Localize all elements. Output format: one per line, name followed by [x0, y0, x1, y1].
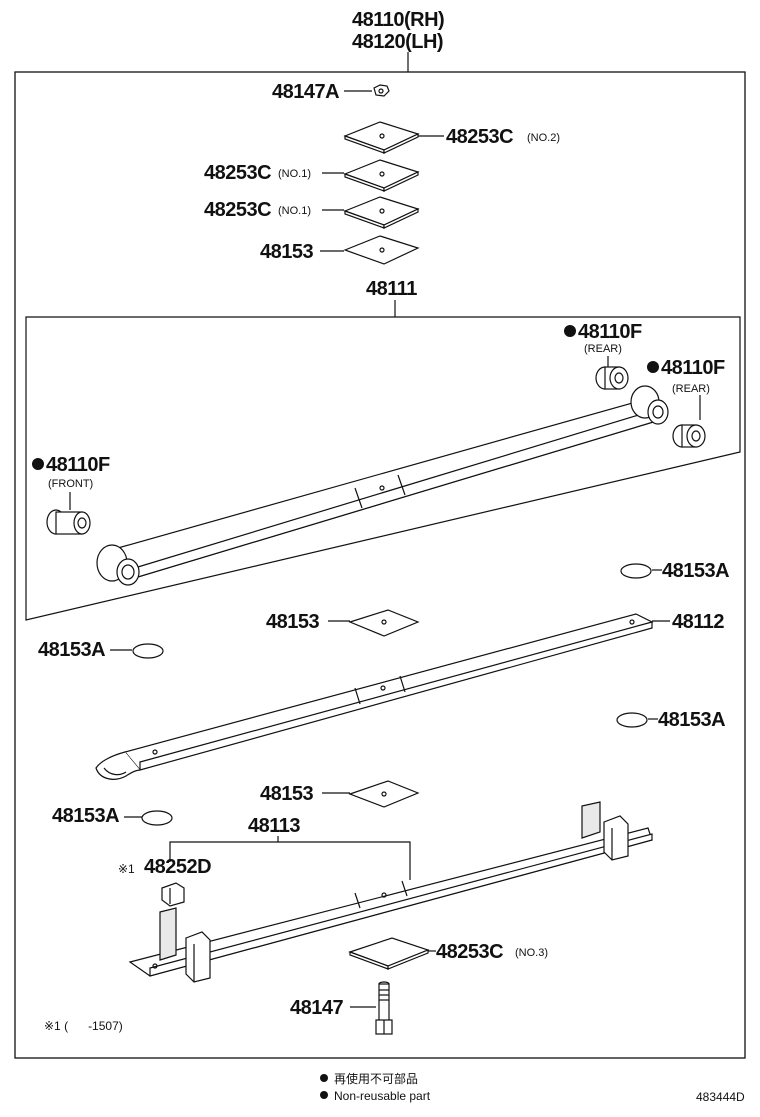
- callout-bush-front[interactable]: 48110F: [46, 454, 111, 476]
- callout-pad-low[interactable]: 48153: [260, 783, 314, 805]
- footnote-date-range: ※1 ( -1507): [44, 1019, 123, 1033]
- leaf-2-part[interactable]: [95, 613, 654, 780]
- non-reusable-dot-front: [32, 458, 44, 470]
- pad-mid-part[interactable]: [348, 609, 420, 637]
- callout-center-bolt[interactable]: 48147: [290, 997, 344, 1019]
- legend-dot-jp: [320, 1074, 328, 1082]
- bushing-front-part[interactable]: [46, 509, 91, 535]
- assembly-rh-label[interactable]: 48110(RH): [352, 9, 445, 31]
- callout-spacer-no2[interactable]: 48253C: [446, 126, 514, 148]
- callout-disc-left-2[interactable]: 48153A: [52, 805, 120, 827]
- callout-bush-rear-2[interactable]: 48110F: [661, 357, 726, 379]
- callout-leaf-3[interactable]: 48113: [248, 815, 301, 837]
- note-bush-rear-1: (REAR): [584, 343, 622, 355]
- note-bush-rear-2: (REAR): [672, 383, 710, 395]
- legend-en: Non-reusable part: [334, 1089, 431, 1103]
- legend-jp: 再使用不可部品: [334, 1071, 418, 1086]
- center-bolt-part[interactable]: [375, 981, 393, 1035]
- non-reusable-dot-rear-1: [564, 325, 576, 337]
- leader-leaf-3: [169, 841, 411, 880]
- assembly-lh-label[interactable]: 48120(LH): [352, 31, 444, 53]
- callout-disc-right-1[interactable]: 48153A: [662, 560, 730, 582]
- callout-disc-right-2[interactable]: 48153A: [658, 709, 726, 731]
- nut-part[interactable]: [373, 84, 390, 97]
- leaf-1-part[interactable]: [96, 385, 669, 586]
- callout-bush-rear-1[interactable]: 48110F: [578, 321, 643, 343]
- spacer-no3-part[interactable]: [348, 937, 430, 970]
- callout-pad-top[interactable]: 48153: [260, 241, 314, 263]
- disc-left-2-part[interactable]: [141, 810, 173, 826]
- pad-low-part[interactable]: [348, 780, 420, 808]
- callout-spacer-no1b[interactable]: 48253C: [204, 199, 272, 221]
- note-spacer-no3: (NO.3): [515, 947, 548, 959]
- legend-dot-en: [320, 1091, 328, 1099]
- disc-right-1-part[interactable]: [620, 563, 652, 579]
- pad-top-part[interactable]: [343, 235, 420, 265]
- spacer-no1b-part[interactable]: [343, 196, 420, 229]
- clip-part[interactable]: [161, 882, 185, 907]
- spacer-no1a-part[interactable]: [343, 159, 420, 192]
- spacer-no2-part[interactable]: [343, 121, 420, 154]
- note-bush-front: (FRONT): [48, 478, 93, 490]
- drawing-id: 483444D: [696, 1090, 745, 1104]
- note-spacer-no1b: (NO.1): [278, 205, 311, 217]
- clip-prefix: ※1: [118, 862, 135, 876]
- note-spacer-no1a: (NO.1): [278, 168, 311, 180]
- callout-spacer-no1a[interactable]: 48253C: [204, 162, 272, 184]
- disc-left-1-part[interactable]: [132, 643, 164, 659]
- note-spacer-no2: (NO.2): [527, 132, 560, 144]
- leaf-3-part[interactable]: [128, 801, 653, 983]
- callout-48147a[interactable]: 48147A: [272, 81, 340, 103]
- callout-disc-left-1[interactable]: 48153A: [38, 639, 106, 661]
- callout-clip[interactable]: 48252D: [144, 856, 212, 878]
- callout-spacer-no3[interactable]: 48253C: [436, 941, 504, 963]
- callout-leaf-1[interactable]: 48111: [366, 278, 418, 300]
- callout-leaf-2[interactable]: 48112: [672, 611, 725, 633]
- bushing-rear-2-part[interactable]: [672, 424, 706, 448]
- disc-right-2-part[interactable]: [616, 712, 648, 728]
- bushing-rear-1-part[interactable]: [595, 366, 629, 390]
- callout-pad-mid[interactable]: 48153: [266, 611, 320, 633]
- assembly-frame: [14, 71, 746, 1059]
- non-reusable-dot-rear-2: [647, 361, 659, 373]
- leaf-1-frame: [25, 316, 741, 621]
